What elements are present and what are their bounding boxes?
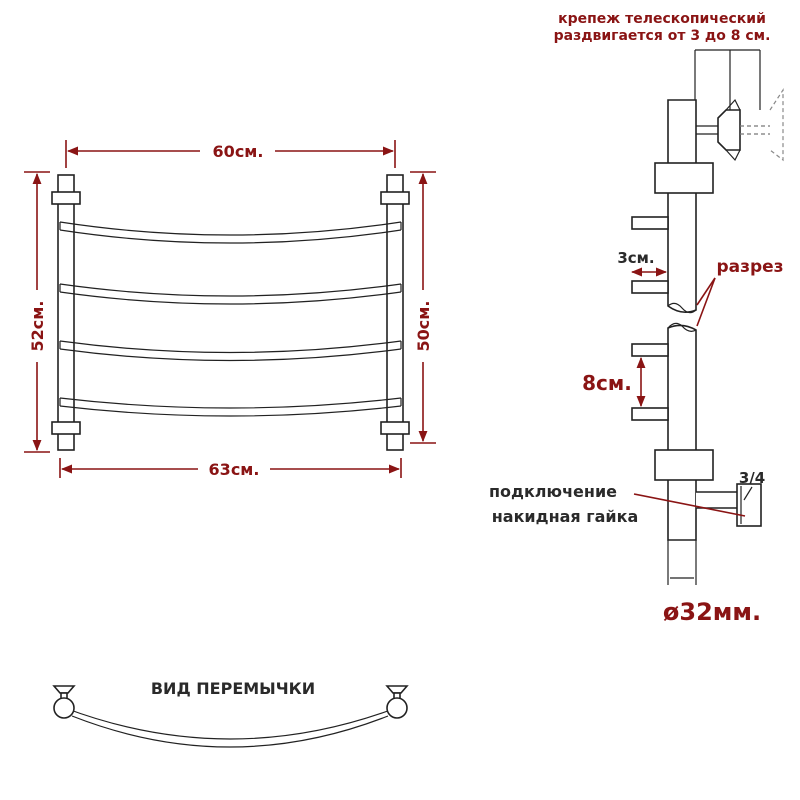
bridge-arc xyxy=(64,707,397,740)
mount-note-line1: крепеж телескопический xyxy=(558,11,766,27)
rung-stub-2 xyxy=(631,280,669,294)
bridge-title: ВИД ПЕРЕМЫЧКИ xyxy=(151,679,315,698)
lower-clamp xyxy=(654,449,714,481)
cut-line-upper xyxy=(667,302,697,314)
cut-callout: разрез xyxy=(696,257,784,327)
diameter-label: ø32мм. xyxy=(663,598,761,626)
thread-label: 3/4 xyxy=(739,469,765,487)
bottom-width-label: 63см. xyxy=(209,460,260,479)
telescopic-mount xyxy=(696,87,784,162)
rung-2 xyxy=(59,283,402,305)
left-height-dimension: 52см. xyxy=(24,171,50,453)
rung-1 xyxy=(59,221,402,244)
top-width-dimension: 60см. xyxy=(65,140,396,168)
rung-stub-3 xyxy=(631,343,669,357)
bottom-width-dimension: 63см. xyxy=(59,458,402,479)
left-post xyxy=(57,174,75,451)
gap-label: 3см. xyxy=(617,249,654,267)
upper-pipe xyxy=(667,99,697,314)
front-view: 60см. 63см. 52см. 50см. xyxy=(24,140,436,479)
connection-line1: подключение xyxy=(489,482,617,501)
connection-fitting: 3/4 xyxy=(696,469,765,527)
right-top-bracket xyxy=(380,191,410,205)
right-post xyxy=(386,174,404,451)
right-height-label: 50см. xyxy=(414,301,433,352)
bridge-right-fitting xyxy=(385,685,409,719)
rung-4 xyxy=(59,397,402,417)
left-bottom-bracket xyxy=(51,421,81,435)
cut-label: разрез xyxy=(716,257,783,277)
left-height-label: 52см. xyxy=(28,301,47,352)
top-width-label: 60см. xyxy=(213,142,264,161)
rung-stub-4 xyxy=(631,407,669,421)
right-bottom-bracket xyxy=(380,421,410,435)
left-top-bracket xyxy=(51,191,81,205)
bridge-left-fitting xyxy=(52,685,76,719)
rung-stub-1 xyxy=(631,216,669,230)
lower-pipe xyxy=(667,324,697,541)
side-view: крепеж телескопический раздвигается от 3… xyxy=(489,11,784,626)
spacing-label: 8см. xyxy=(582,371,632,395)
upper-clamp xyxy=(654,162,714,194)
rung-3 xyxy=(59,340,402,362)
spacing-dimension: 8см. xyxy=(582,356,646,408)
gap-dimension: 3см. xyxy=(617,249,668,277)
cut-line-lower xyxy=(667,322,697,332)
right-height-dimension: 50см. xyxy=(410,171,436,444)
bridge-view: ВИД ПЕРЕМЫЧКИ xyxy=(52,679,409,748)
connection-callout: подключение накидная гайка xyxy=(489,482,746,526)
diameter-dimension: ø32мм. xyxy=(663,540,761,626)
mount-note-line2: раздвигается от 3 до 8 см. xyxy=(554,28,771,44)
connection-line2: накидная гайка xyxy=(492,507,639,526)
